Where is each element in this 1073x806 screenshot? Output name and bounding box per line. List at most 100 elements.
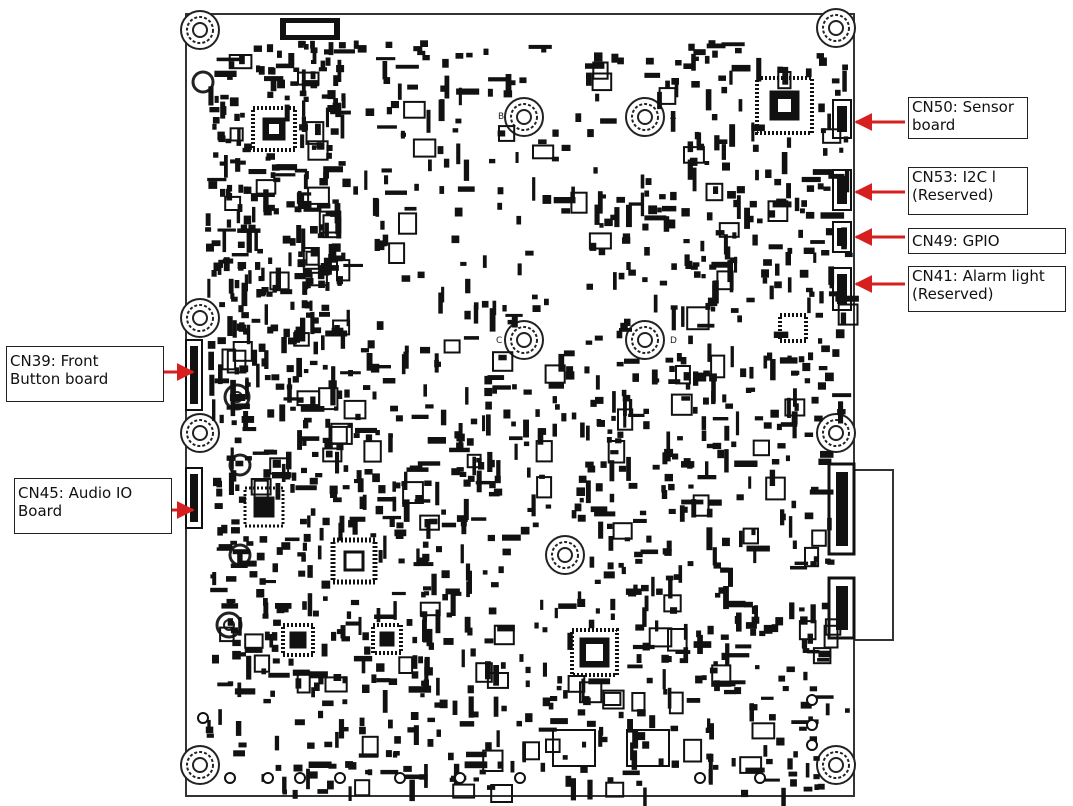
- pcb-component: [370, 365, 391, 369]
- pcb-component: [706, 43, 726, 49]
- pcb-component: [632, 644, 655, 650]
- pcb-component: [303, 207, 322, 212]
- pcb-component: [255, 262, 261, 270]
- pcb-component: [528, 44, 552, 49]
- pcb-component: [240, 160, 246, 165]
- pcb-component: [452, 783, 476, 799]
- pcb-component: [325, 210, 331, 216]
- pcb-component: [496, 730, 500, 748]
- pcb-component: [820, 128, 826, 134]
- pcb-component: [302, 100, 306, 117]
- pcb-component: [492, 351, 514, 372]
- pcb-component: [715, 592, 721, 598]
- pcb-component: [330, 108, 338, 115]
- pcb-component: [622, 770, 640, 776]
- pcb-component: [843, 136, 849, 143]
- pcb-component: [458, 423, 463, 443]
- pcb-component: [305, 121, 325, 145]
- pcb-component: [751, 605, 757, 615]
- pcb-component: [535, 440, 553, 463]
- pcb-component: [218, 544, 233, 550]
- pcb-component: [342, 485, 350, 490]
- pcb-component: [664, 473, 673, 482]
- pcb-component: [813, 556, 819, 562]
- pcb-component: [459, 471, 467, 477]
- pcb-component: [692, 494, 710, 517]
- pcb-component: [346, 611, 352, 619]
- pcb-component: [321, 94, 330, 99]
- pcb-component: [842, 64, 848, 71]
- pcb-component: [701, 255, 706, 262]
- pcb-component: [724, 689, 737, 695]
- pcb-component: [761, 269, 769, 278]
- pcb-component: [382, 690, 388, 713]
- pcb-component: [831, 78, 840, 84]
- pcb-component: [817, 183, 824, 190]
- pcb-component: [798, 356, 805, 363]
- pcb-component: [489, 158, 496, 164]
- pcb-component: [230, 159, 238, 164]
- pcb-component: [510, 760, 515, 773]
- pcb-component: [801, 176, 821, 183]
- pcb-component: [244, 143, 252, 150]
- hole-label-d: D: [670, 336, 677, 346]
- pcb-component: [322, 364, 328, 370]
- pcb-component: [799, 607, 805, 612]
- pcb-component: [577, 514, 586, 522]
- pcb-component: [785, 252, 791, 266]
- pcb-component: [465, 278, 471, 294]
- pcb-component: [377, 497, 395, 502]
- pcb-component: [636, 654, 642, 663]
- pcb-component: [624, 358, 640, 364]
- pcb-component: [245, 379, 249, 400]
- pcb-component: [216, 488, 223, 497]
- pcb-component: [383, 77, 391, 84]
- pcb-component: [322, 447, 343, 463]
- pcb-component: [487, 375, 505, 380]
- pcb-component: [323, 596, 328, 601]
- pcb-component: [580, 422, 585, 438]
- pcb-component: [440, 409, 447, 426]
- pcb-component: [315, 123, 321, 136]
- pcb-component: [617, 57, 624, 65]
- pcb-component: [598, 194, 606, 199]
- pcb-component: [213, 262, 221, 271]
- pcb-component: [348, 762, 357, 770]
- pcb-component: [271, 67, 276, 75]
- pcb-component: [803, 671, 808, 681]
- pcb-component: [616, 361, 624, 367]
- pcb-component: [230, 396, 235, 412]
- pcb-component: [232, 650, 241, 660]
- pcb-component: [254, 231, 258, 251]
- pcb-component: [765, 169, 772, 178]
- pcb-component: [476, 457, 482, 463]
- pcb-component: [303, 200, 312, 210]
- pcb-component: [813, 252, 817, 263]
- pcb-component: [704, 55, 710, 64]
- pcb-component: [612, 391, 616, 413]
- pcb-component: [763, 355, 768, 369]
- pcb-component: [751, 529, 756, 536]
- pcb-component: [684, 254, 690, 266]
- pcb-component: [709, 723, 714, 740]
- pcb-component: [487, 88, 493, 97]
- pcb-component: [707, 297, 713, 307]
- pcb-component: [709, 373, 717, 382]
- pcb-component: [701, 675, 707, 681]
- pcb-component: [264, 304, 268, 325]
- pcb-component: [594, 511, 616, 517]
- pcb-component: [551, 156, 559, 162]
- pcb-component: [772, 201, 792, 208]
- pcb-component: [394, 736, 401, 744]
- pcb-component: [696, 132, 702, 146]
- pcb-component: [298, 40, 304, 48]
- pcb-component: [734, 687, 742, 695]
- pcb-component: [611, 415, 616, 421]
- pcb-component: [459, 721, 475, 727]
- pcb-component: [544, 298, 549, 306]
- pcb-component: [294, 719, 305, 726]
- pcb-component: [292, 669, 310, 676]
- pcb-component: [388, 719, 393, 729]
- pcb-component: [613, 272, 617, 290]
- pcb-component: [735, 47, 742, 54]
